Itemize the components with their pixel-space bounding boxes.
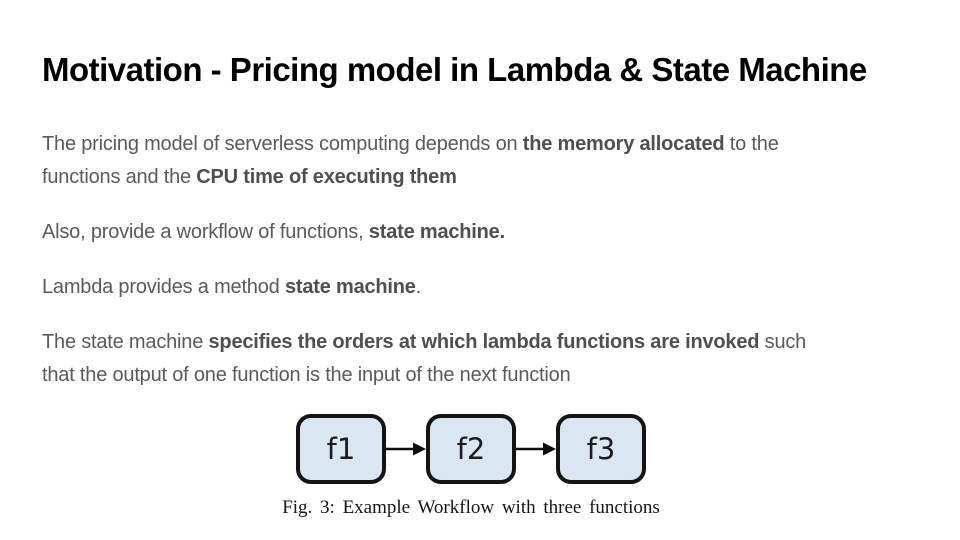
paragraph: The state machine specifies the orders a…: [42, 326, 900, 392]
bold-text-run: CPU time of executing them: [196, 166, 457, 188]
bold-text-run: specifies the orders at which lambda fun…: [208, 331, 760, 353]
workflow-node-f2: f2: [426, 414, 516, 484]
bold-text-run: state machine: [284, 276, 416, 298]
text-run: functions and the: [42, 166, 197, 188]
workflow-node-f3: f3: [556, 414, 646, 484]
text-run: Also, provide a workflow of functions,: [42, 221, 369, 243]
text-run: Lambda provides a method: [42, 276, 285, 298]
text-run: .: [415, 276, 422, 298]
paragraph: Also, provide a workflow of functions, s…: [42, 216, 900, 249]
bold-text-run: the memory allocated: [522, 133, 725, 155]
slide-title: Motivation - Pricing model in Lambda & S…: [42, 51, 867, 88]
bold-text-run: state machine.: [368, 221, 505, 243]
text-run: that the output of one function is the i…: [42, 364, 571, 386]
workflow-figure: f1 f2 f3 Fig. 3: Example Workflow with thr…: [42, 414, 900, 519]
text-run: such: [759, 331, 807, 353]
text-run: The state machine: [42, 331, 209, 353]
workflow-node-f1: f1: [296, 414, 386, 484]
body-paragraphs: The pricing model of serverless computin…: [42, 128, 900, 392]
arrow-right-icon: [386, 442, 426, 456]
paragraph: The pricing model of serverless computin…: [42, 128, 900, 194]
text-run: to the: [724, 133, 779, 155]
paragraph: Lambda provides a method state machine.: [42, 271, 900, 304]
workflow-diagram: f1 f2 f3: [42, 414, 900, 484]
arrow-right-icon: [516, 442, 556, 456]
figure-caption: Fig. 3: Example Workflow with three func…: [282, 497, 660, 518]
text-run: The pricing model of serverless computin…: [42, 133, 523, 155]
